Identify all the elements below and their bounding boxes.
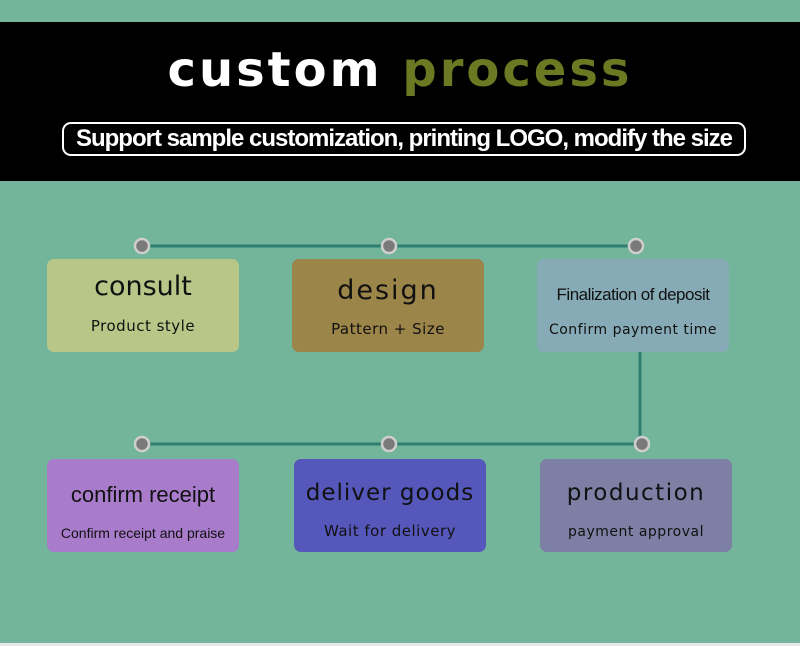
step-card-consult: consult Product style	[47, 259, 239, 352]
subtitle-text: Support sample customization, printing L…	[75, 125, 733, 152]
node-design	[380, 237, 398, 255]
step-name: confirm receipt	[70, 482, 216, 507]
title-green-word: process	[402, 42, 633, 98]
step-card-confirm-receipt: confirm receipt Confirm receipt and prai…	[47, 459, 239, 552]
step-name: Finalization of deposit	[556, 285, 710, 304]
subtitle-box: Support sample customization, printing L…	[62, 122, 746, 156]
connector-nodes	[133, 237, 651, 453]
step-desc: Pattern + Size	[331, 320, 445, 338]
step-card-design: design Pattern + Size	[292, 259, 484, 352]
step-name: production	[566, 480, 706, 506]
step-desc: Confirm receipt and praise	[60, 525, 226, 541]
step-desc: Confirm payment time	[548, 322, 718, 338]
page-title: custom process	[0, 38, 800, 102]
node-deposit	[627, 237, 645, 255]
node-confirm-receipt	[133, 435, 151, 453]
step-desc: payment approval	[568, 524, 704, 540]
bottom-divider	[0, 643, 800, 646]
step-desc: Wait for delivery	[323, 522, 456, 540]
step-name: deliver goods	[305, 480, 475, 506]
step-card-deliver-goods: deliver goods Wait for delivery	[294, 459, 486, 552]
step-name: consult	[94, 271, 192, 302]
step-desc: Product style	[90, 317, 196, 335]
step-name: design	[337, 275, 439, 306]
node-deliver-goods	[380, 435, 398, 453]
node-consult	[133, 237, 151, 255]
node-production	[633, 435, 651, 453]
title-white-word: custom	[167, 42, 383, 98]
step-card-deposit: Finalization of deposit Confirm payment …	[537, 259, 729, 352]
step-card-production: production payment approval	[540, 459, 732, 552]
